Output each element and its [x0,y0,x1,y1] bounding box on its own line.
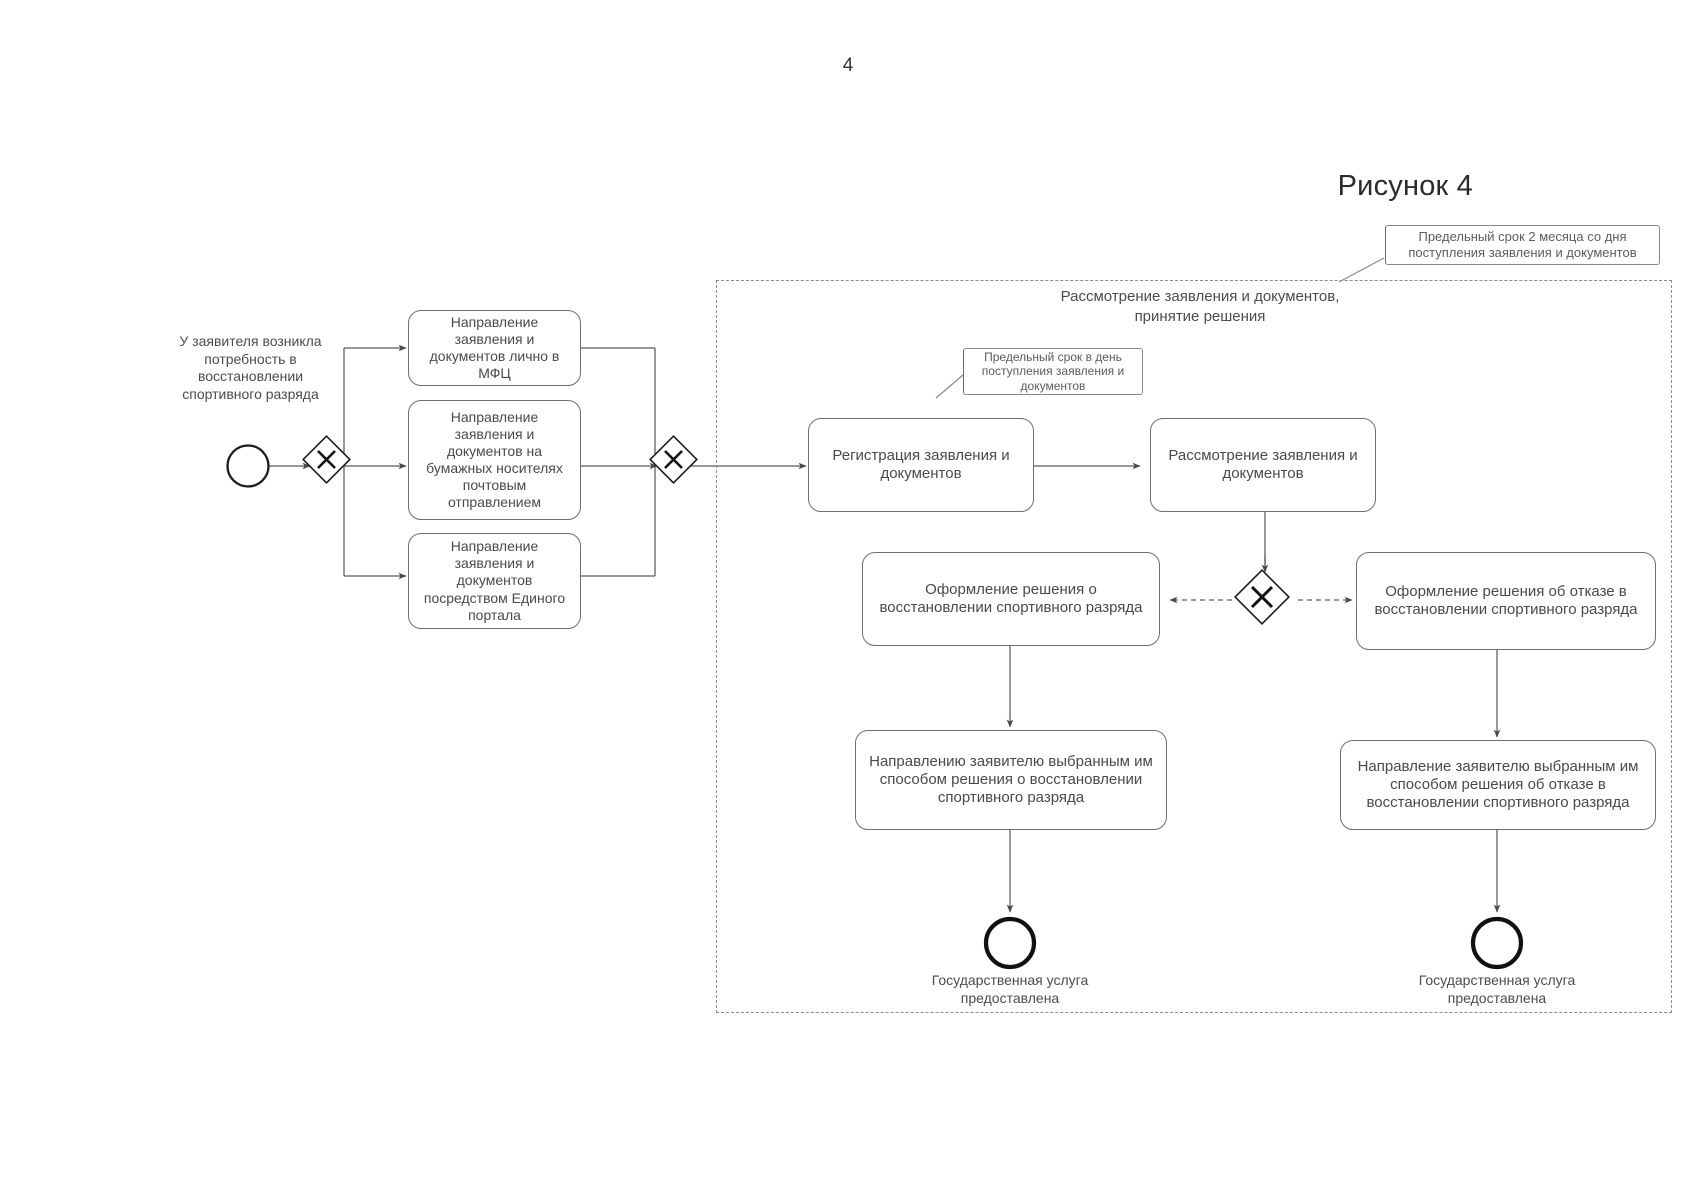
task-decision-refuse-label: Оформление решения об отказе в восстанов… [1374,582,1638,618]
task-submit-post-label: Направление заявления и документов на бу… [426,408,563,511]
task-send-approve[interactable]: Направлению заявителю выбранным им спосо… [855,730,1167,830]
task-submit-portal-label: Направление заявления и документов посре… [423,538,566,623]
end-event-approve-label: Государственная услуга предоставлена [931,972,1089,1006]
start-event-circle [226,444,270,488]
task-submit-portal[interactable]: Направление заявления и документов посре… [408,533,581,629]
end-event-refuse-label: Государственная услуга предоставлена [1418,972,1576,1006]
task-send-refuse-label: Направление заявителю выбранным им спосо… [1357,757,1639,812]
task-review[interactable]: Рассмотрение заявления и документов [1150,418,1376,512]
task-registration[interactable]: Регистрация заявления и документов [808,418,1034,512]
figure-title: Рисунок 4 [1337,170,1473,202]
task-registration-label: Регистрация заявления и документов [832,446,1010,482]
gateway-join-icon [649,435,698,484]
task-submit-post[interactable]: Направление заявления и документов на бу… [408,400,581,520]
annotation-deadline-overall-label: Предельный срок 2 месяца со дня поступле… [1408,229,1637,260]
task-send-approve-label: Направлению заявителю выбранным им спосо… [869,752,1153,807]
process-pool [716,280,1672,1013]
task-review-label: Рассмотрение заявления и документов [1168,446,1358,482]
start-event-label: У заявителя возникла потребность в восст… [179,333,322,402]
annotation-deadline-overall: Предельный срок 2 месяца со дня поступле… [1385,225,1660,265]
process-pool-label: Рассмотрение заявления и документов, при… [1060,288,1340,325]
task-decision-approve[interactable]: Оформление решения о восстановлении спор… [862,552,1160,646]
task-send-refuse[interactable]: Направление заявителю выбранным им спосо… [1340,740,1656,830]
task-submit-mfc[interactable]: Направление заявления и документов лично… [408,310,581,386]
task-submit-mfc-label: Направление заявления и документов лично… [429,313,560,382]
gateway-split-icon [302,435,351,484]
page-number: 4 [842,55,854,76]
annotation-deadline-registration-label: Предельный срок в день поступления заявл… [981,349,1125,393]
annotation-deadline-registration: Предельный срок в день поступления заявл… [963,348,1143,395]
task-decision-approve-label: Оформление решения о восстановлении спор… [879,580,1143,616]
task-decision-refuse[interactable]: Оформление решения об отказе в восстанов… [1356,552,1656,650]
